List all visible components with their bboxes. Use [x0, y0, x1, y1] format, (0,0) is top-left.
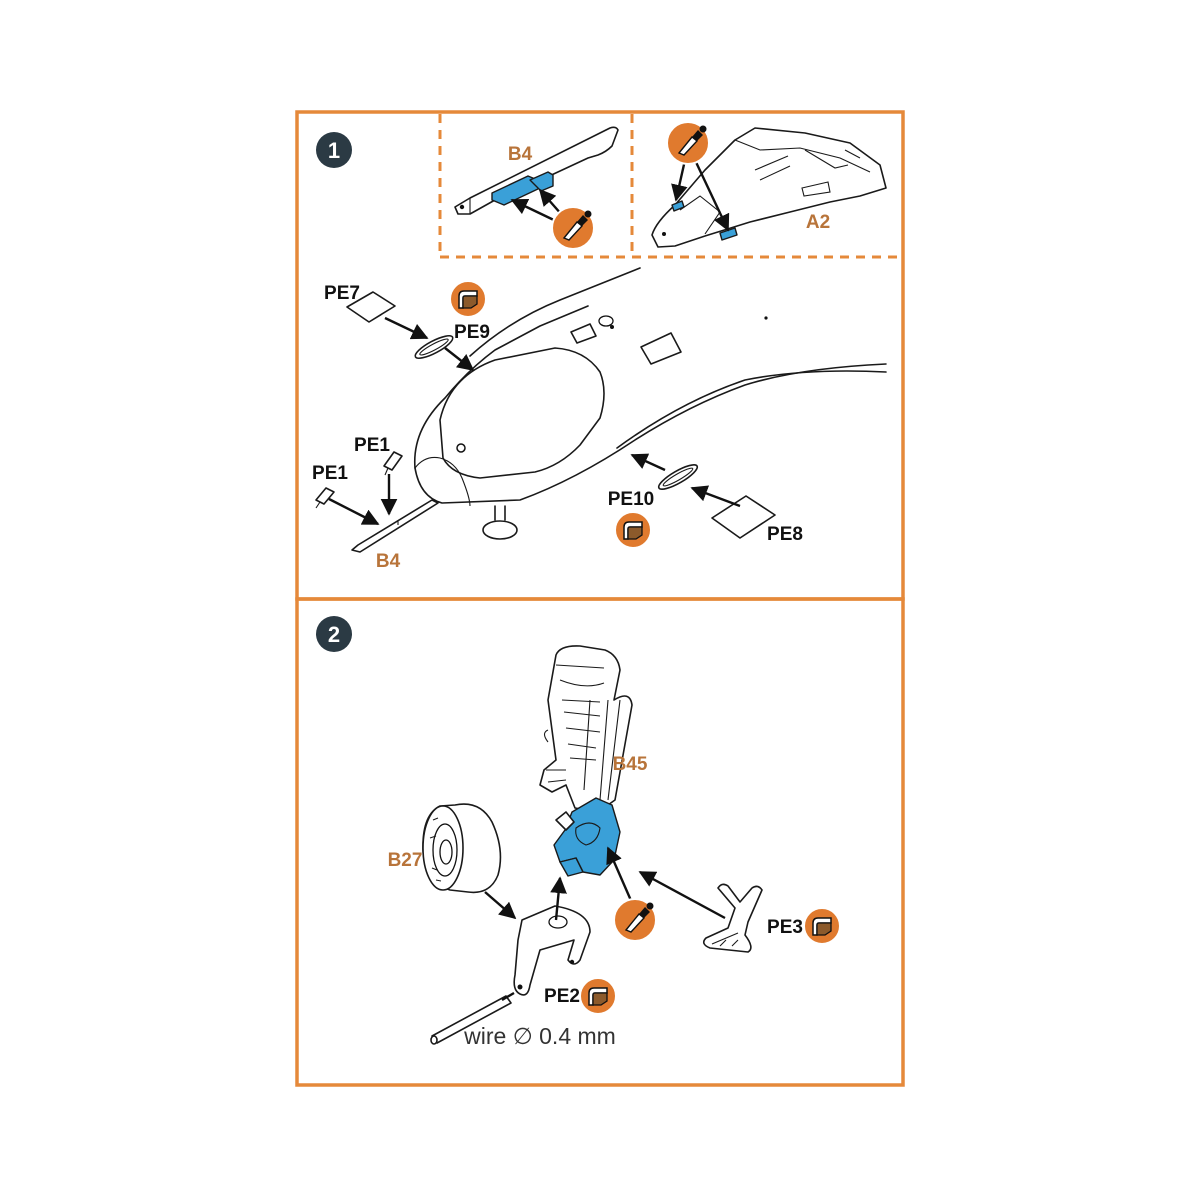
b4-label: B4 — [376, 551, 401, 572]
pe2-label: PE2 — [544, 986, 580, 1007]
b27-wheel-part — [422, 803, 502, 894]
cement-bottle-icon — [613, 898, 657, 942]
wire-note: wire ∅ 0.4 mm — [463, 1023, 616, 1049]
b45-strut-part — [539, 645, 633, 877]
cement-bottle-icon — [666, 121, 710, 165]
pe1-top-label: PE1 — [354, 435, 390, 456]
inset-b4-part — [454, 126, 619, 215]
inset-b4-label: B4 — [508, 144, 533, 165]
pe9-ring — [414, 335, 454, 359]
pe8-label: PE8 — [767, 524, 803, 545]
pe1-left-label: PE1 — [312, 463, 348, 484]
fuselage-nose-drawing — [351, 267, 887, 553]
photo-etch-bend-icon — [579, 977, 617, 1015]
step1-number: 1 — [328, 138, 340, 163]
pe9-label: PE9 — [454, 322, 490, 343]
pe1-left-part — [315, 487, 335, 509]
pe7-label: PE7 — [324, 283, 360, 304]
photo-etch-bend-icon — [803, 907, 841, 945]
b27-label: B27 — [388, 850, 423, 871]
photo-etch-bend-icon — [614, 511, 652, 549]
step1-number-badge: 1 — [316, 132, 352, 168]
inset-a2-part — [651, 127, 887, 248]
cement-bottle-icon — [551, 206, 595, 250]
pe8-plate — [711, 495, 776, 539]
pe3-label: PE3 — [767, 917, 803, 938]
pe7-plate — [346, 291, 396, 323]
photo-etch-bend-icon — [449, 280, 487, 318]
pe3-link-part — [702, 883, 763, 953]
pe2-bracket-part — [513, 905, 591, 996]
step2-number-badge: 2 — [316, 616, 352, 652]
step2-panel — [295, 597, 905, 1087]
inset-a2-label: A2 — [806, 212, 830, 233]
pe1-top-part — [383, 451, 403, 476]
step2-number: 2 — [328, 622, 340, 647]
pe10-ring — [657, 464, 699, 490]
b45-label: B45 — [613, 754, 648, 775]
pe10-label: PE10 — [608, 489, 654, 510]
wire-rod — [430, 995, 512, 1045]
